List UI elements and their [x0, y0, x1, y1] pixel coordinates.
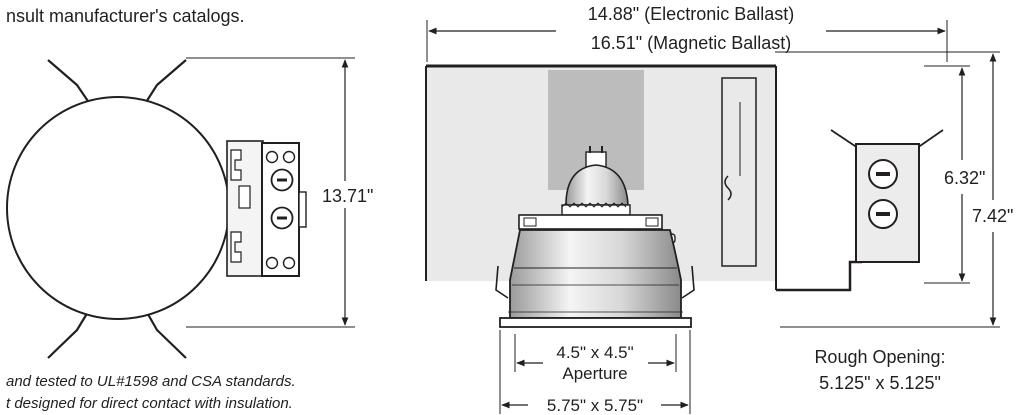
rough-opening-title: Rough Opening:: [814, 347, 945, 367]
plan-height-dimension: 13.71": [186, 57, 373, 328]
plan-view: 13.71": [6, 57, 373, 359]
side-junction-box: [776, 129, 944, 292]
overall-height-label: 7.42": [972, 206, 1013, 226]
reflector-cone: [508, 229, 683, 319]
width-electronic-label: 14.88" (Electronic Ballast): [588, 4, 794, 24]
aperture-dimension: 4.5" x 4.5" Aperture: [514, 334, 677, 383]
junction-height-label: 6.32": [944, 168, 985, 188]
insulation-note: t designed for direct contact with insul…: [6, 395, 293, 412]
catalog-note: nsult manufacturer's catalogs.: [6, 6, 245, 26]
height-dimensions: 6.32" 7.42": [775, 51, 1013, 328]
trim-size-dimension: 5.75" x 5.75": [499, 330, 691, 415]
width-dimension: 14.88" (Electronic Ballast) 16.51" (Magn…: [426, 4, 948, 62]
aperture-size-label: 4.5" x 4.5": [556, 343, 633, 362]
trim-size-label: 5.75" x 5.75": [547, 396, 643, 415]
rough-opening-size: 5.125" x 5.125": [819, 373, 941, 393]
ul-note: and tested to UL#1598 and CSA standards.: [6, 373, 296, 390]
aperture-label: Aperture: [562, 364, 627, 383]
trim-flange: [499, 317, 692, 328]
plan-housing-circle: [6, 96, 230, 320]
plan-height-label: 13.71": [322, 186, 373, 206]
side-view: 14.88" (Electronic Ballast) 16.51" (Magn…: [425, 4, 1013, 415]
plan-junction-box: [226, 140, 307, 277]
lamp-assembly: [561, 146, 631, 216]
width-magnetic-label: 16.51" (Magnetic Ballast): [591, 33, 792, 53]
mounting-clips: [495, 265, 695, 299]
